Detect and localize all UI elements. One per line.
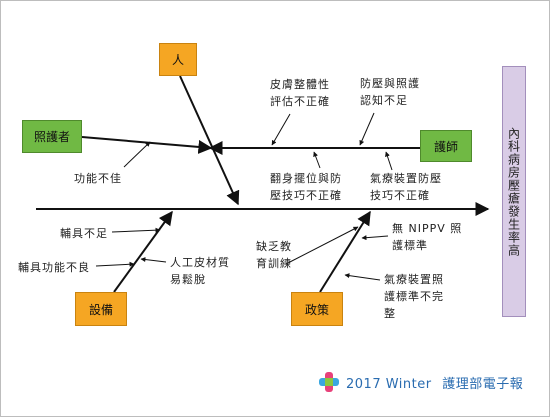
arrow-airbed-technique [385, 151, 393, 171]
category-equipment-box: 設備 [75, 292, 127, 326]
arrow-artificial-skin [140, 257, 167, 263]
cross-logo-icon [319, 372, 339, 392]
cause-artificial-skin: 人工皮材質 易鬆脫 [170, 256, 230, 286]
arrow-lack-education [285, 226, 359, 265]
cause-prevention-knowledge: 防壓與照護 認知不足 [360, 77, 420, 107]
arrow-function-poor [123, 141, 151, 168]
arrow-airbed-standard [344, 273, 381, 281]
cause-aid-malfunction: 輔具功能不良 [18, 261, 90, 274]
category-caregiver-box: 照護者 [22, 120, 82, 153]
footer-text: 2017 Winter 護理部電子報 [346, 373, 523, 392]
arrow-aid-shortage [111, 227, 161, 233]
result-box: 內科病房壓瘡發生率高 [502, 66, 526, 317]
bone-caregiver [81, 136, 213, 154]
cause-airbed-standard: 氣療裝置照 護標準不完 整 [384, 273, 444, 320]
bone-equipment [113, 210, 173, 293]
arrow-prevention-knowledge [359, 112, 375, 146]
footer-title: 護理部電子報 [442, 376, 524, 392]
cause-no-nippv: 無 NIPPV 照 護標準 [392, 222, 463, 252]
cause-turning-technique: 翻身擺位與防 壓技巧不正確 [270, 172, 342, 202]
footer-year: 2017 Winter [346, 376, 432, 392]
cause-function-poor: 功能不佳 [74, 172, 122, 185]
bone-person [179, 75, 240, 206]
arrow-skin-assessment [271, 113, 291, 146]
bone-policy [319, 210, 371, 293]
arrow-turning-technique [313, 151, 321, 169]
arrow-aid-malfunction [95, 261, 135, 267]
footer-brand: 2017 Winter 護理部電子報 [318, 372, 523, 392]
cause-skin-assessment: 皮膚整體性 評估不正確 [270, 78, 330, 108]
cause-lack-education: 缺乏教 育訓練 [256, 240, 292, 270]
category-person-box: 人 [159, 43, 197, 76]
cause-aid-shortage: 輔具不足 [60, 227, 108, 240]
arrow-no-nippv [361, 235, 389, 241]
category-policy-box: 政策 [291, 292, 343, 326]
cause-airbed-technique: 氣療裝置防壓 技巧不正確 [370, 172, 442, 202]
category-nurse-box: 護師 [420, 130, 472, 162]
